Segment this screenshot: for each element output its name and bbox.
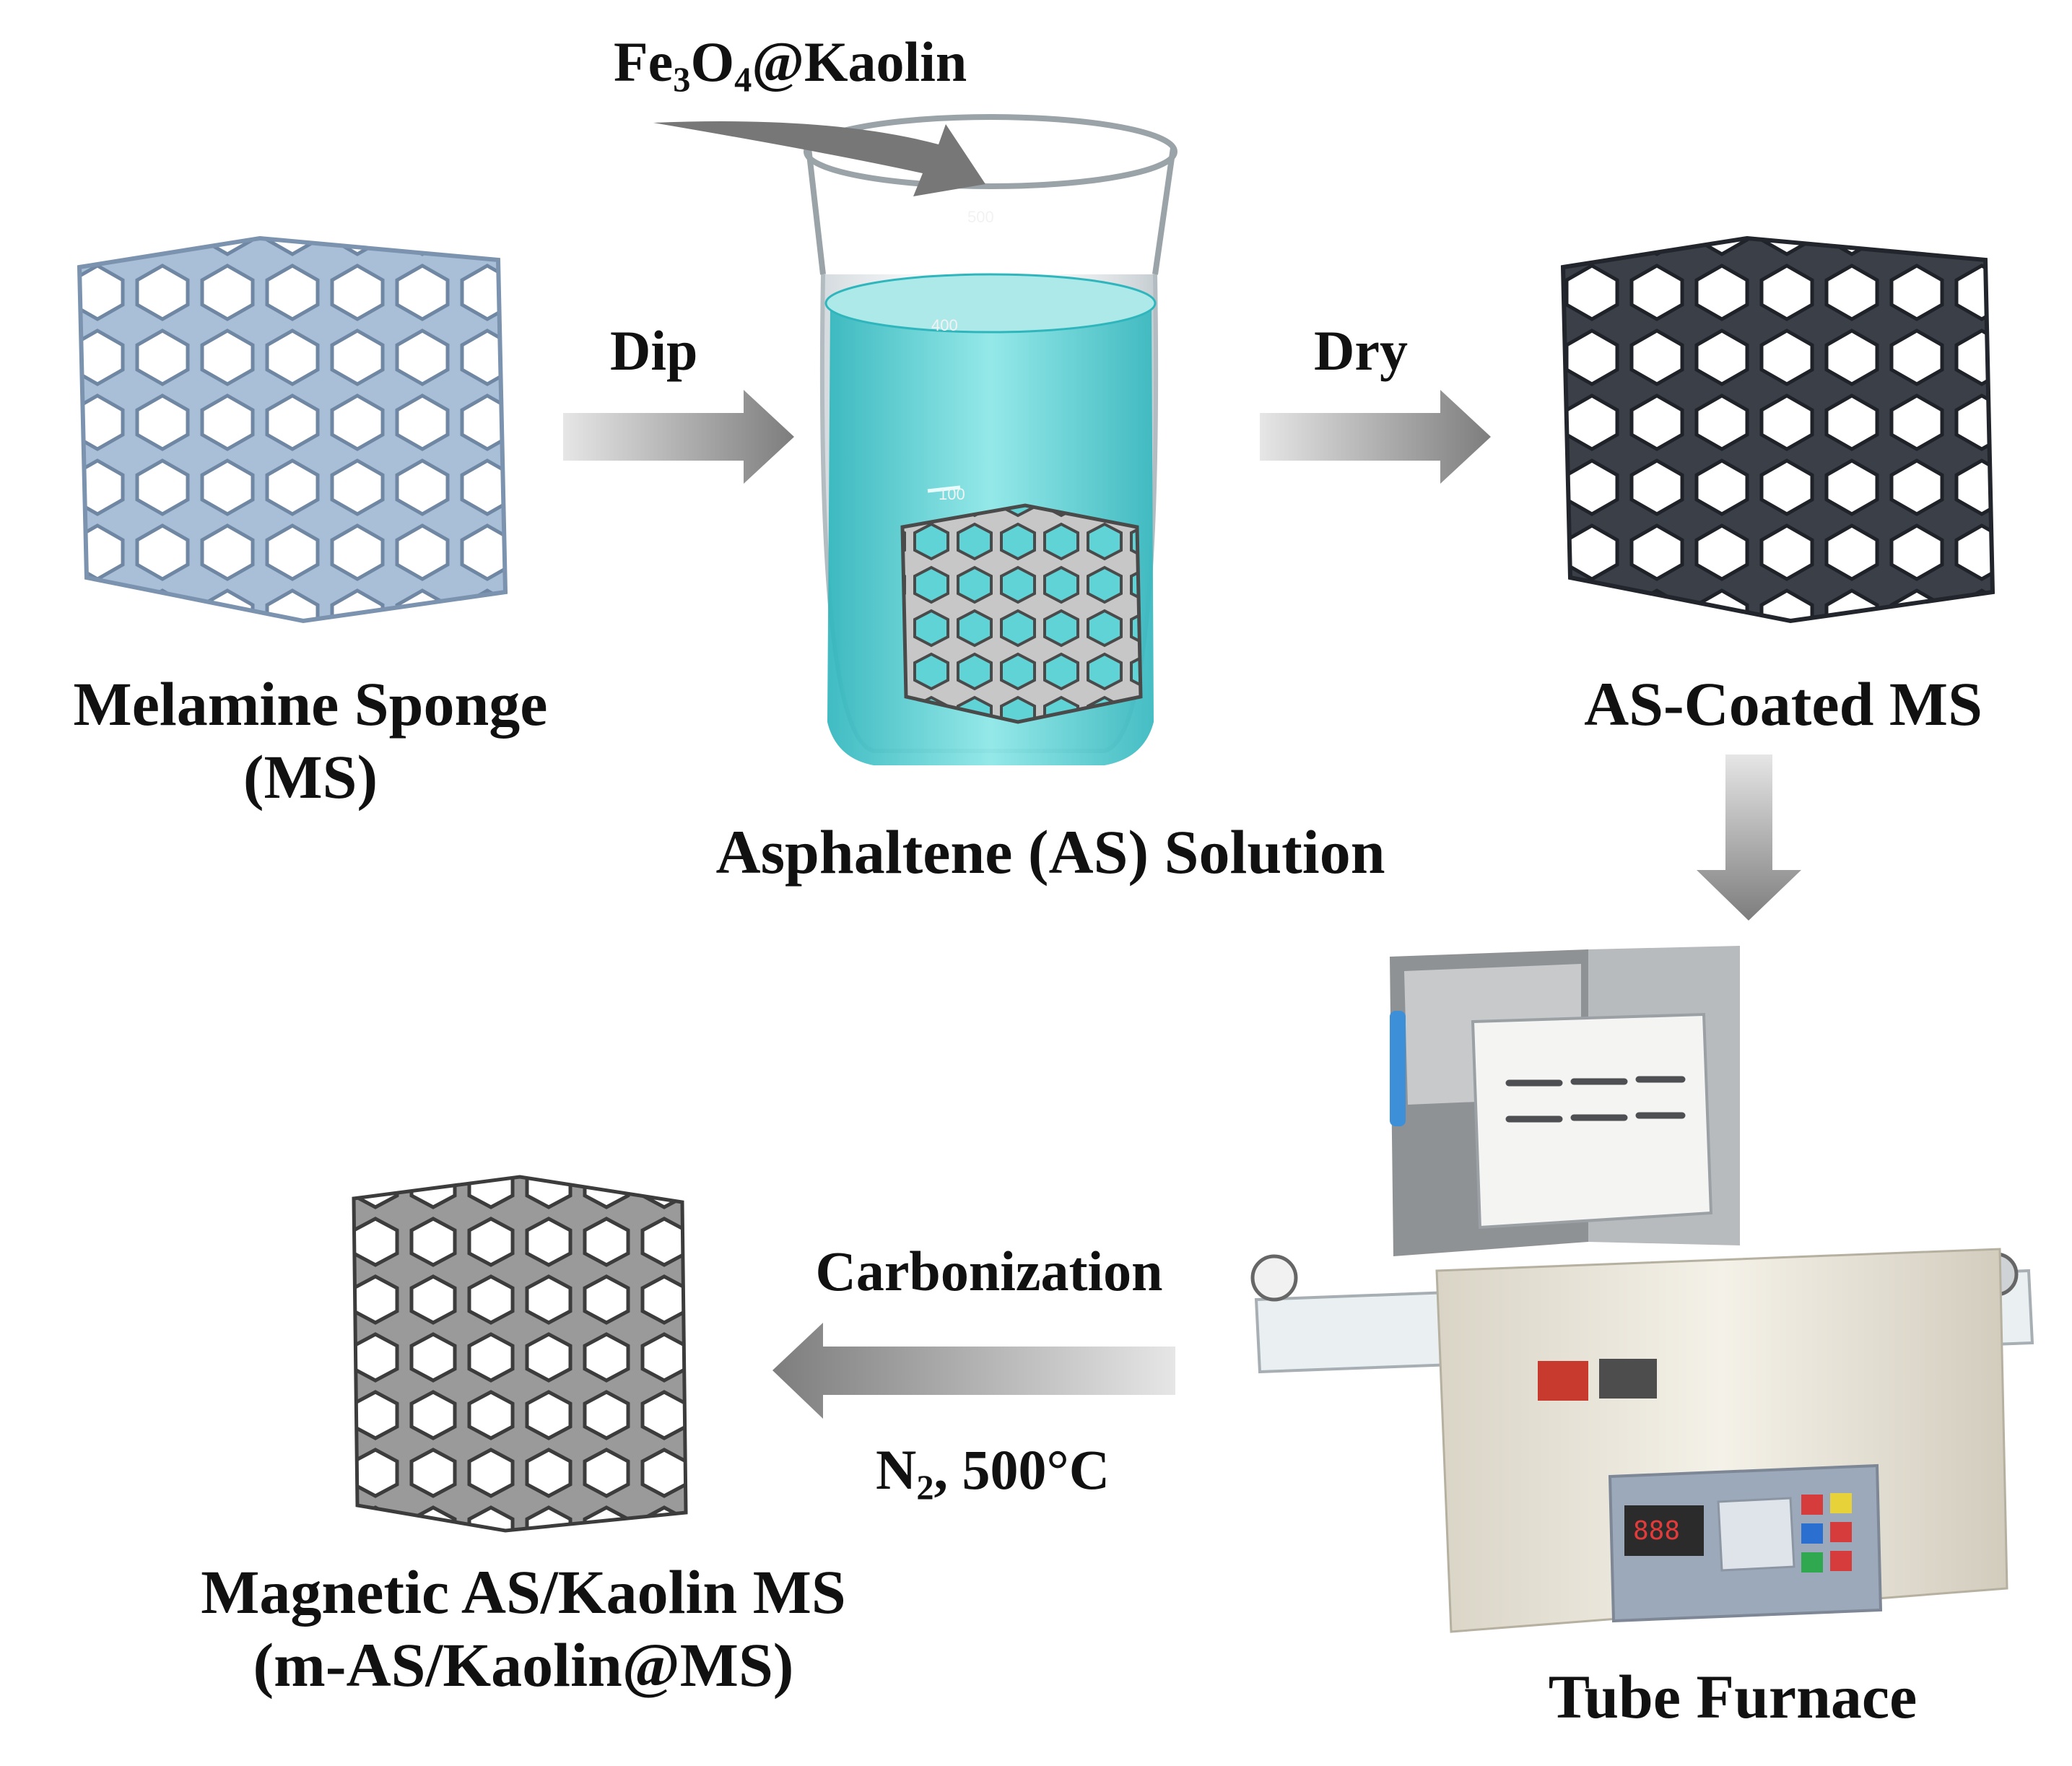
beaker-mark-400: 400 [931, 316, 958, 334]
solution-label: Asphaltene (AS) Solution [715, 817, 1385, 887]
beaker-marks: 500 400 100 [931, 208, 994, 503]
sponge-title-line2: (MS) [243, 742, 378, 812]
dip-label: Dip [610, 319, 698, 382]
submerged-sponge-image [900, 503, 1143, 724]
down-arrow [1697, 754, 1801, 921]
furnace-label: Tube Furnace [1548, 1662, 1918, 1731]
dip-arrow [563, 390, 794, 484]
product-title-line1: Magnetic AS/Kaolin MS [201, 1557, 846, 1627]
product-title: Magnetic AS/Kaolin MS (m-AS/Kaolin@MS) [159, 1556, 888, 1702]
tube-furnace-image: 888 [1250, 946, 2034, 1633]
carbonization-arrow [772, 1323, 1175, 1419]
beaker-mark-500: 500 [967, 208, 994, 226]
carbonization-label: Carbonization [815, 1240, 1163, 1302]
sponge-title: Melamine Sponge (MS) [43, 668, 578, 814]
dry-arrow [1260, 390, 1491, 484]
coated-sponge-image [1560, 235, 1995, 624]
svg-text:888: 888 [1633, 1516, 1680, 1546]
coated-label: AS-Coated MS [1584, 669, 1982, 739]
magnetic-sponge-image [352, 1175, 688, 1533]
product-title-line2: (m-AS/Kaolin@MS) [253, 1630, 794, 1700]
condition-label: N2, 500°C [875, 1438, 1110, 1508]
additive-arrow [653, 121, 985, 196]
sponge-title-line1: Melamine Sponge [73, 669, 548, 739]
dry-label: Dry [1314, 319, 1408, 382]
additive-label: Fe3O4@Kaolin [614, 30, 967, 100]
melamine-sponge-image [77, 235, 508, 624]
beaker-mark-100: 100 [939, 485, 965, 503]
